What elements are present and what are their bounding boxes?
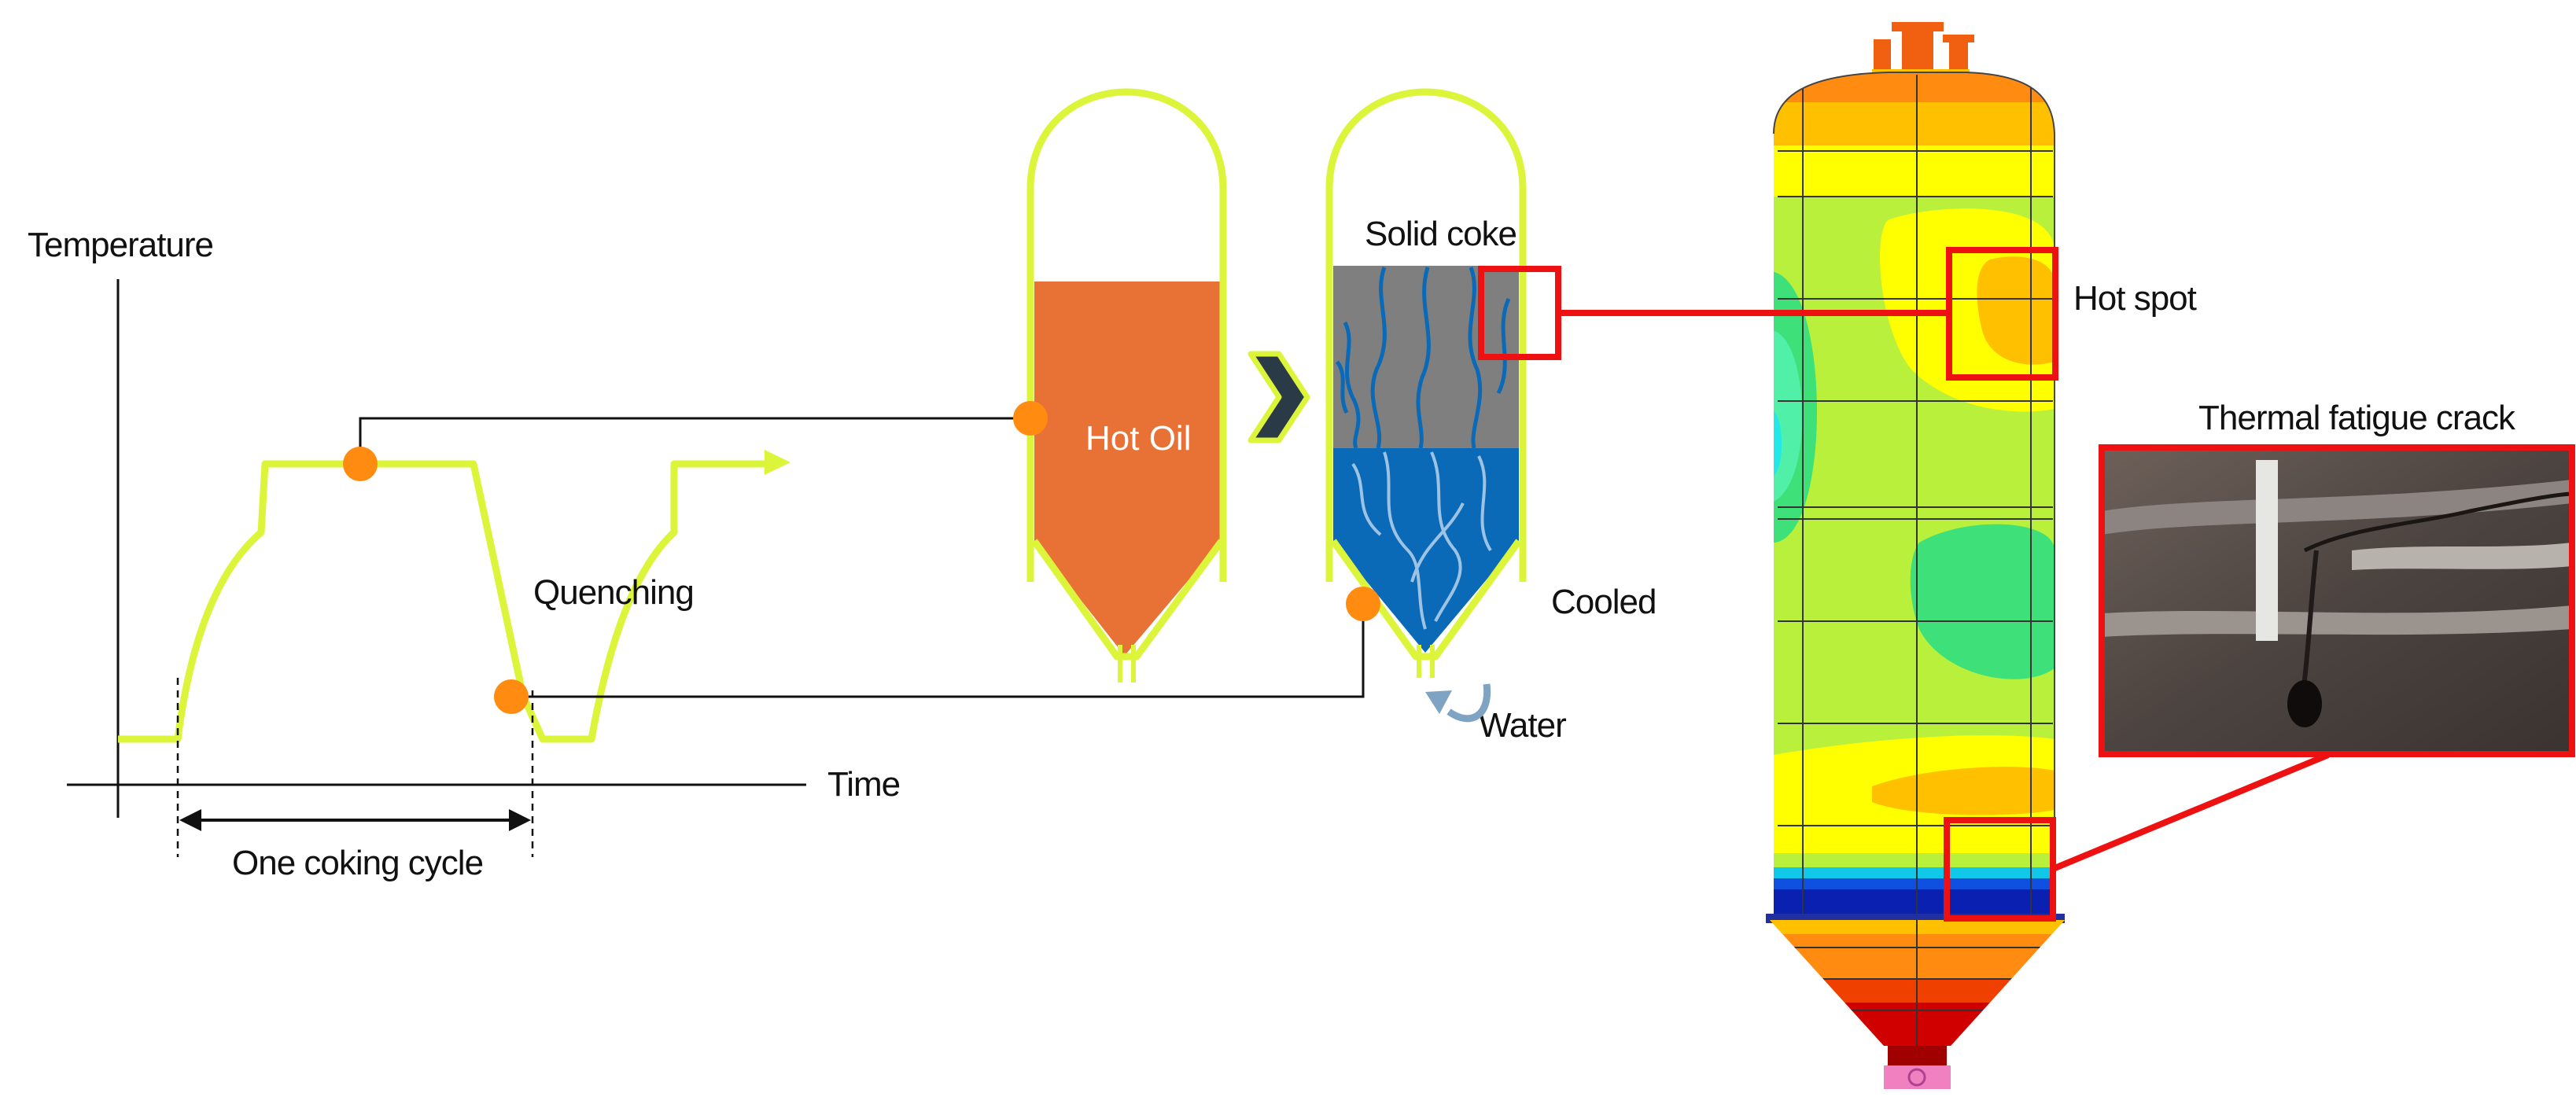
cooled-label: Cooled [1551,583,1656,621]
hot-spot-label: Hot spot [2073,279,2197,318]
water-inflow-arrowhead [1425,690,1452,714]
fem-shell-contours [1770,63,2061,928]
fem-cone-contours [1762,920,2077,1054]
hot-oil-fill [1034,282,1222,659]
crack-photo-label: Thermal fatigue crack [2198,399,2516,437]
solid-coke-label: Solid coke [1365,215,1516,253]
quench-phase-connector [511,604,1363,697]
bottom-nozzle [1888,1046,1947,1068]
crack-photo: Thermal fatigue crack [2102,399,2572,754]
top-nozzle-cap [1892,22,1944,31]
top-nozzle-right-cap [1943,35,1974,42]
crack-leader [2053,755,2328,869]
top-nozzle-left [1874,39,1891,72]
hot-oil-label: Hot Oil [1085,419,1191,458]
transition-chevron-icon [1251,354,1307,440]
cycle-arrow-left-head [179,809,201,831]
cycle-arrow-right-head [509,809,531,831]
water-label: Water [1479,706,1566,745]
hot-oil-drum: Hot Oil [1013,92,1223,683]
photo-ruler [2256,460,2278,641]
photo-hole [2287,680,2322,727]
y-axis-label: Temperature [28,226,213,264]
cycle-label: One coking cycle [232,844,483,882]
cooled-drum: Solid coke Cooled Water [1329,92,1656,745]
drum-bottom-marker [1346,587,1380,621]
hot-phase-connector [360,418,1030,464]
water-inflow-arrow-icon [1449,684,1487,719]
quenching-label: Quenching [533,573,694,612]
curve-arrowhead [765,450,790,475]
hot-phase-marker [343,447,378,481]
x-axis-label: Time [827,765,900,804]
quench-phase-marker [494,679,529,714]
drum-inlet-marker [1013,401,1048,436]
